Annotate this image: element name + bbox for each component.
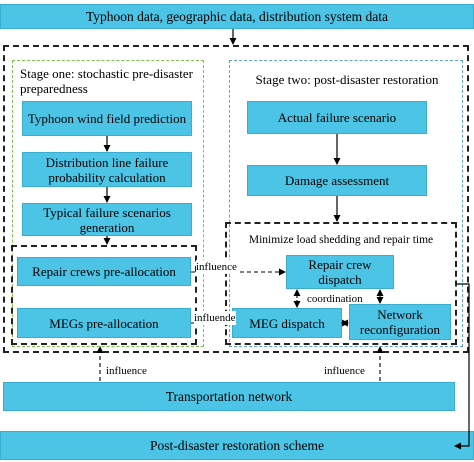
influence-label-megs: influende [194,311,236,325]
transportation-network-box: Transportation network [3,382,455,411]
influence-label-crews: influence [196,260,237,274]
influence-label-right: influence [324,365,365,377]
crew-dispatch-box: Repair crew dispatch [286,255,394,289]
network-reconfiguration-box: Network reconfiguration [349,304,451,340]
restoration-scheme-box: Post-disaster restoration scheme [0,431,474,460]
failure-probability-box: Distribution line failure probability ca… [22,152,192,187]
coordination-label: coordination [307,293,363,305]
crews-preallocation-box: Repair crews pre-allocation [17,257,191,286]
stage-one-title: Stage one: stochastic pre-disaster prepa… [20,66,193,96]
megs-preallocation-box: MEGs pre-allocation [17,308,191,338]
stage-two-title: Stage two: post-disaster restoration [255,72,439,87]
outer-dashed-region [3,45,469,353]
actual-failure-scenario-box: Actual failure scenario [247,101,427,134]
preallocation-group [11,245,197,345]
influence-label-left: influence [106,365,147,377]
input-data-box: Typhoon data, geographic data, distribut… [0,4,474,29]
damage-assessment-box: Damage assessment [247,165,427,196]
meg-dispatch-box: MEG dispatch [232,308,342,338]
stage-two-region [229,60,463,347]
typical-scenarios-box: Typical failure scenarios generation [22,203,192,236]
objective-label: Minimize load shedding and repair time [248,234,434,246]
wind-field-prediction-box: Typhoon wind field prediction [22,101,192,136]
stage-one-region [12,60,204,347]
